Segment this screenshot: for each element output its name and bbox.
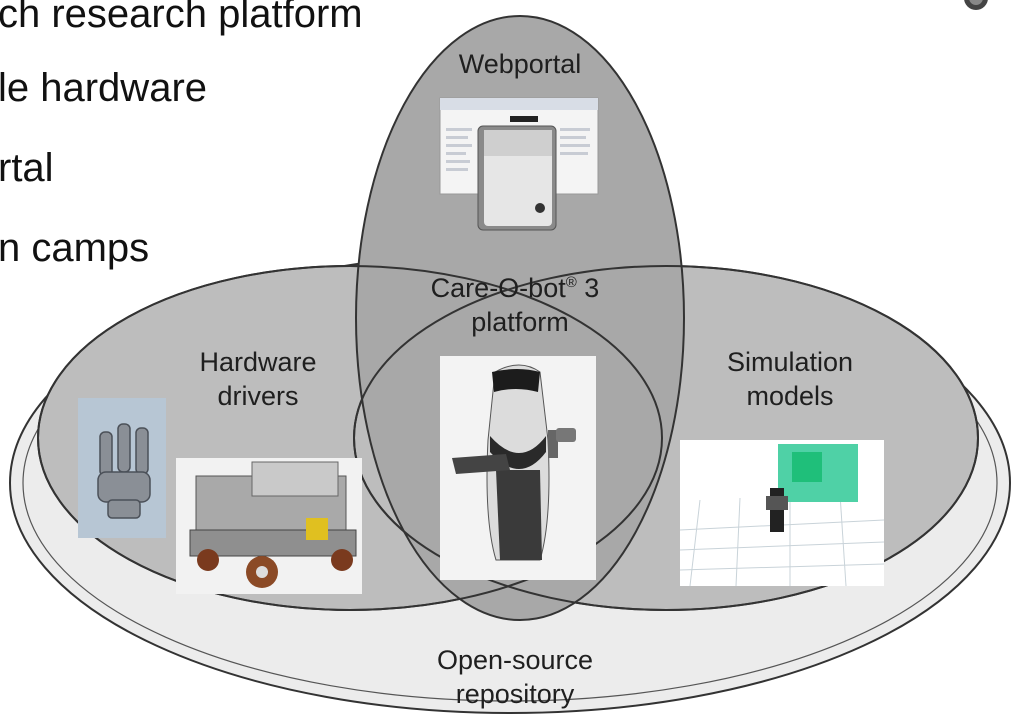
robot-base-icon <box>176 458 362 594</box>
repository-label-line2: repository <box>455 679 575 709</box>
robot-gripper-icon <box>78 398 166 538</box>
simulation-label-line2: models <box>746 381 834 411</box>
simulation-label-line1: Simulation <box>726 347 854 377</box>
care-o-bot-robot-icon <box>440 356 596 580</box>
platform-label-prefix: Care-O-bot <box>430 273 566 303</box>
bullet-text-2: le hardware <box>0 66 208 110</box>
bullet-text-3: rtal <box>0 146 54 190</box>
platform-label-line1: Care-O-bot® 3 <box>405 272 625 305</box>
simulation-pointcloud-icon <box>679 440 885 587</box>
webportal-server-icon <box>439 97 599 231</box>
repository-label-line1: Open-source <box>436 645 594 675</box>
webportal-label: Webportal <box>458 49 582 79</box>
hardware-label-line2: drivers <box>217 381 299 411</box>
platform-label-suffix: 3 <box>576 273 600 303</box>
bullet-text-4: n camps <box>0 226 150 270</box>
platform-label-line2: platform <box>471 307 569 337</box>
logo-icon <box>964 0 988 10</box>
bullet-text-1: ch research platform <box>0 0 363 36</box>
webportal-ellipse <box>355 15 685 621</box>
registered-mark: ® <box>565 274 577 291</box>
hardware-label-line1: Hardware <box>199 347 317 377</box>
